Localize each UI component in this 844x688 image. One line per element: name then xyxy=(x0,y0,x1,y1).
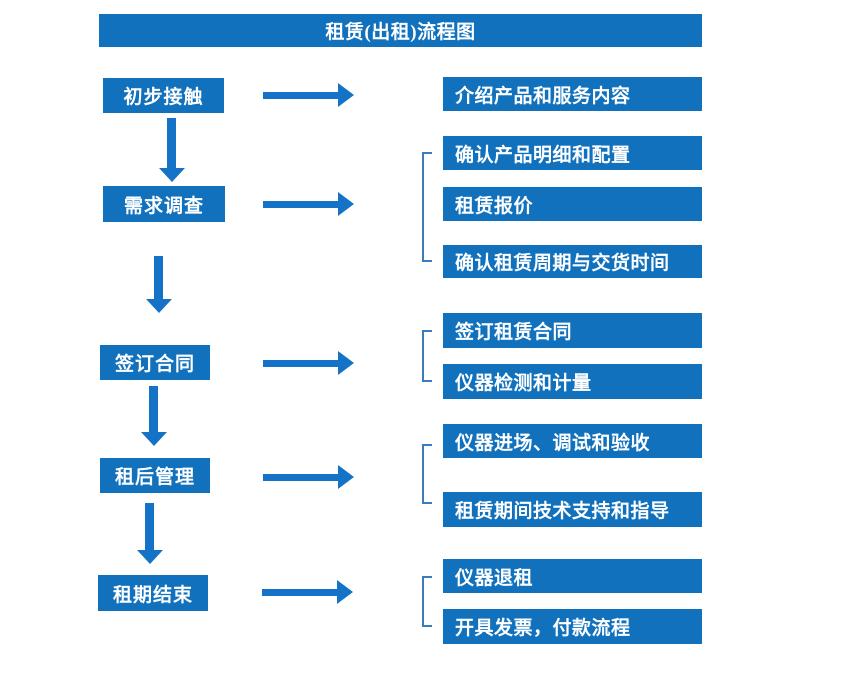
detail-box-introduce-products-services: 介绍产品和服务内容 xyxy=(443,77,702,111)
arrow-shaft xyxy=(149,386,158,434)
arrow-shaft xyxy=(263,92,339,99)
group-bracket xyxy=(422,576,432,627)
arrow-down-icon xyxy=(146,256,172,313)
arrow-shaft xyxy=(263,474,339,481)
step-label: 租期结束 xyxy=(112,584,193,606)
detail-label: 仪器检测和计量 xyxy=(455,373,592,394)
arrow-shaft xyxy=(262,589,338,596)
arrow-shaft xyxy=(145,503,154,552)
arrow-right-icon xyxy=(263,192,354,216)
arrow-head xyxy=(137,550,163,564)
detail-box-invoicing-payment-process: 开具发票，付款流程 xyxy=(443,609,702,644)
group-bracket xyxy=(422,152,432,262)
detail-box-instrument-inspection-measurement: 仪器检测和计量 xyxy=(443,364,702,399)
arrow-head xyxy=(141,432,167,446)
arrow-right-icon xyxy=(262,580,353,604)
detail-label: 签订租赁合同 xyxy=(455,322,573,343)
arrow-shaft xyxy=(263,201,339,208)
detail-box-instrument-entry-commissioning-acceptance: 仪器进场、调试和验收 xyxy=(443,424,702,458)
detail-label: 开具发票，付款流程 xyxy=(455,618,631,639)
detail-box-confirm-rental-period-delivery: 确认租赁周期与交货时间 xyxy=(443,245,702,278)
step-box-contract-signing: 签订合同 xyxy=(100,345,210,380)
arrow-head xyxy=(338,83,354,107)
detail-label: 仪器进场、调试和验收 xyxy=(455,432,651,454)
detail-label: 确认产品明细和配置 xyxy=(455,144,631,166)
detail-label: 租赁期间技术支持和指导 xyxy=(455,501,670,522)
step-label: 签订合同 xyxy=(114,354,195,375)
arrow-shaft xyxy=(167,118,176,170)
arrow-head xyxy=(146,299,172,313)
step-box-demand-survey: 需求调查 xyxy=(103,186,225,222)
step-box-post-rental-management: 租后管理 xyxy=(100,458,210,493)
arrow-down-icon xyxy=(159,118,185,182)
detail-box-rental-quotation: 租赁报价 xyxy=(443,187,702,221)
step-box-lease-end: 租期结束 xyxy=(98,575,208,611)
group-bracket xyxy=(422,330,432,382)
arrow-right-icon xyxy=(263,351,354,375)
step-box-initial-contact: 初步接触 xyxy=(103,78,224,113)
arrow-head xyxy=(337,580,353,604)
arrow-head xyxy=(159,168,185,182)
arrow-head xyxy=(338,192,354,216)
detail-label: 租赁报价 xyxy=(455,195,534,217)
arrow-right-icon xyxy=(263,465,354,489)
detail-label: 介绍产品和服务内容 xyxy=(455,85,631,107)
detail-label: 仪器退租 xyxy=(455,567,534,589)
detail-box-instrument-return: 仪器退租 xyxy=(443,559,702,593)
arrow-shaft xyxy=(263,360,339,367)
step-label: 需求调查 xyxy=(123,195,204,217)
detail-box-sign-rental-contract: 签订租赁合同 xyxy=(443,313,702,348)
step-label: 初步接触 xyxy=(123,87,204,108)
arrow-down-icon xyxy=(141,386,167,446)
group-bracket xyxy=(422,444,432,504)
arrow-head xyxy=(338,465,354,489)
detail-box-confirm-product-details-config: 确认产品明细和配置 xyxy=(443,136,702,170)
arrow-head xyxy=(338,351,354,375)
step-label: 租后管理 xyxy=(114,467,195,488)
arrow-down-icon xyxy=(137,503,163,564)
diagram-title: 租赁(出租)流程图 xyxy=(325,22,476,43)
diagram-title-banner: 租赁(出租)流程图 xyxy=(99,14,702,47)
detail-label: 确认租赁周期与交货时间 xyxy=(455,253,670,274)
arrow-right-icon xyxy=(263,83,354,107)
arrow-shaft xyxy=(154,256,163,301)
detail-box-rental-technical-support: 租赁期间技术支持和指导 xyxy=(443,492,702,527)
